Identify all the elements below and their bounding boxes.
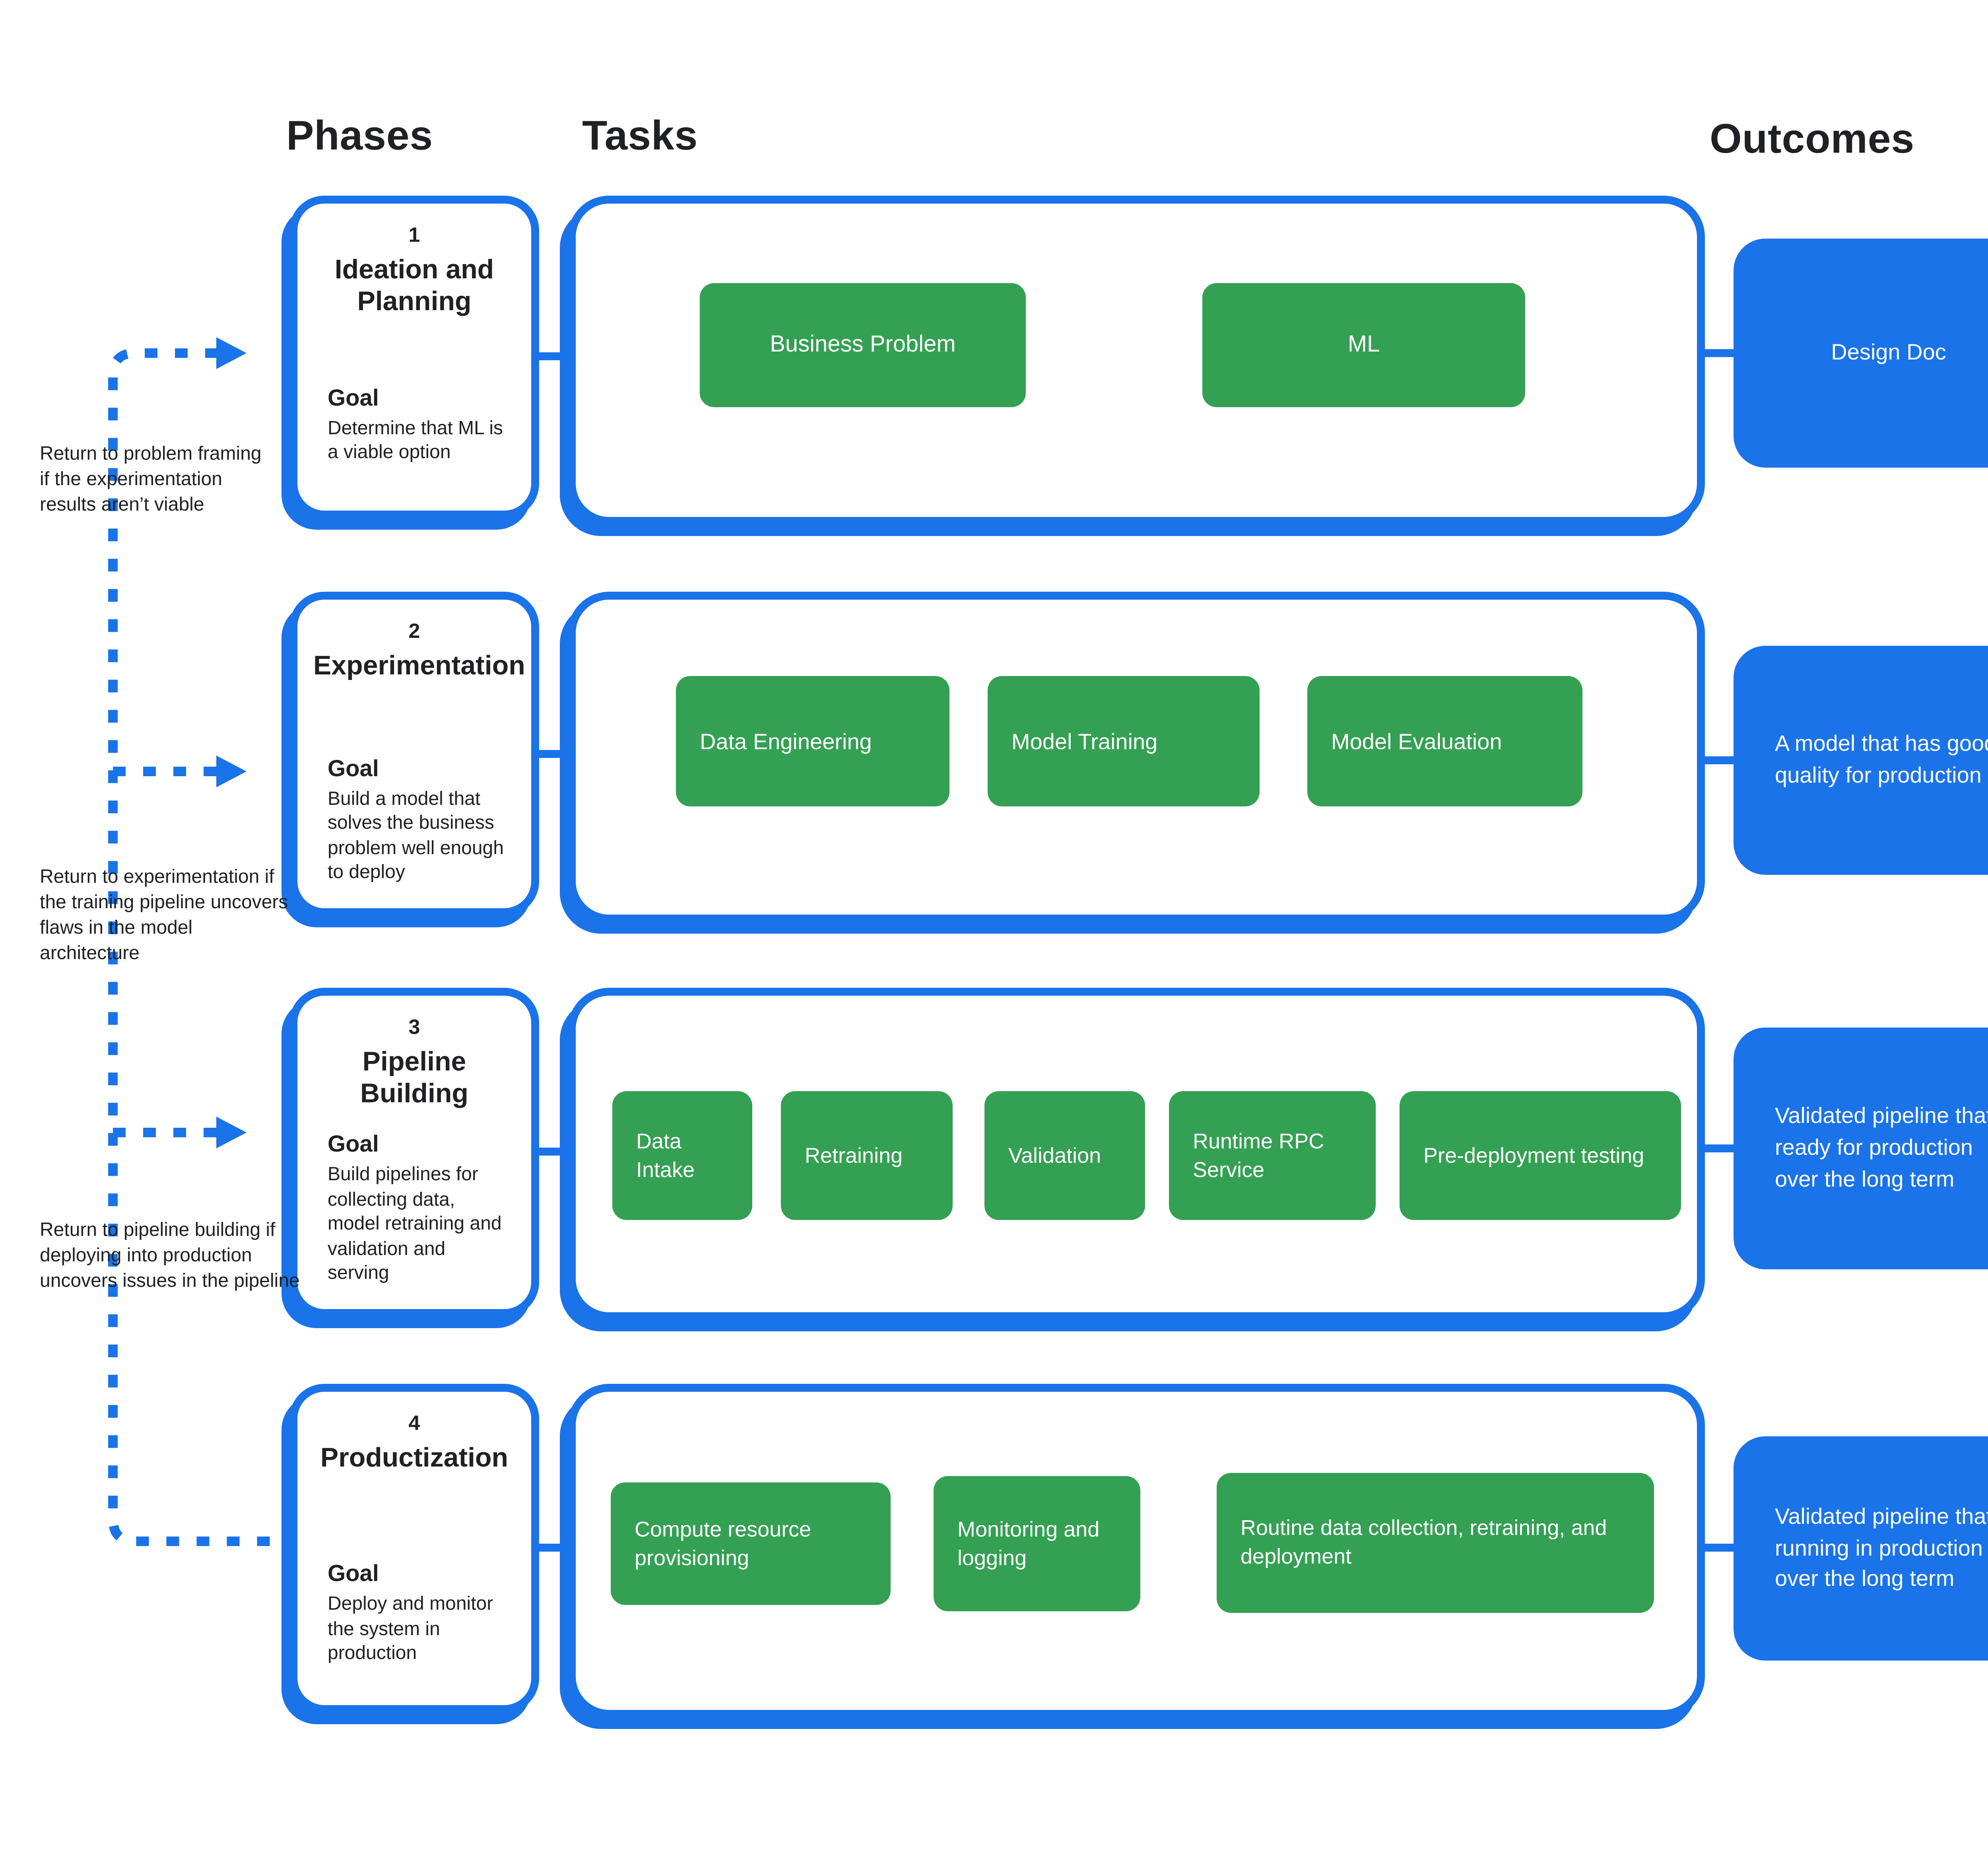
- task-compute-resource-provisioning: Compute resource provisioning: [611, 1482, 891, 1605]
- task-data-intake: Data Intake: [612, 1091, 752, 1220]
- phase-title: Ideation and Planning: [334, 254, 494, 317]
- outcome-design-doc: Design Doc: [1734, 239, 1988, 468]
- task-model-evaluation: Model Evaluation: [1307, 676, 1582, 806]
- phase-number: 2: [408, 619, 420, 643]
- outcome-validated-pipeline-ready: Validated pipeline that’s ready for prod…: [1734, 1028, 1988, 1269]
- task-model-training: Model Training: [988, 676, 1260, 806]
- phase-title: Experimentation: [313, 651, 525, 681]
- task-routine-data-collection: Routine data collection, retraining, and…: [1217, 1473, 1654, 1613]
- header-outcomes: Outcomes: [1710, 115, 1914, 162]
- task-ml: ML: [1202, 283, 1525, 407]
- task-runtime-rpc-service: Runtime RPC Service: [1169, 1091, 1376, 1220]
- goal-label: Goal: [328, 1562, 379, 1588]
- note-return-to-pipeline-building: Return to pipeline building if deploying…: [40, 1218, 300, 1292]
- phase-card-pipeline-building: 3 Pipeline Building Goal Build pipelines…: [289, 988, 539, 1317]
- task-pre-deployment-testing: Pre-deployment testing: [1400, 1091, 1681, 1220]
- task-monitoring-and-logging: Monitoring and logging: [934, 1476, 1140, 1611]
- outcome-validated-pipeline-running: Validated pipeline that’s running in pro…: [1734, 1436, 1988, 1661]
- phase-number: 1: [408, 223, 420, 247]
- phase-number: 3: [408, 1015, 420, 1039]
- task-retraining: Retraining: [781, 1091, 953, 1220]
- note-return-to-experimentation: Return to experimentation if the trainin…: [40, 865, 288, 964]
- phase-card-experimentation: 2 Experimentation Goal Build a model tha…: [289, 592, 539, 916]
- note-return-to-problem-framing: Return to problem framing if the experim…: [40, 442, 262, 516]
- task-validation: Validation: [984, 1091, 1145, 1220]
- header-phases: Phases: [286, 111, 433, 159]
- phase-card-ideation: 1 Ideation and Planning Goal Determine t…: [289, 196, 539, 519]
- goal-label: Goal: [328, 756, 379, 782]
- goal-text: Determine that ML is a viable option: [328, 416, 503, 464]
- header-tasks: Tasks: [582, 111, 698, 159]
- phase-card-productization: 4 Productization Goal Deploy and monitor…: [289, 1384, 539, 1713]
- phase-number: 4: [408, 1411, 420, 1435]
- phase-title: Pipeline Building: [360, 1047, 468, 1109]
- goal-text: Build a model that solves the business p…: [328, 787, 504, 884]
- task-data-engineering: Data Engineering: [676, 676, 949, 806]
- phase-title: Productization: [320, 1443, 509, 1473]
- goal-label: Goal: [328, 386, 379, 412]
- phase-task-connectors: [536, 349, 1737, 1552]
- goal-text: Build pipelines for collecting data, mod…: [328, 1163, 502, 1284]
- outcome-good-quality-model: A model that has good quality for produc…: [1734, 646, 1988, 875]
- task-business-problem: Business Problem: [700, 283, 1026, 407]
- goal-text: Deploy and monitor the system in product…: [328, 1592, 493, 1665]
- goal-label: Goal: [328, 1133, 379, 1158]
